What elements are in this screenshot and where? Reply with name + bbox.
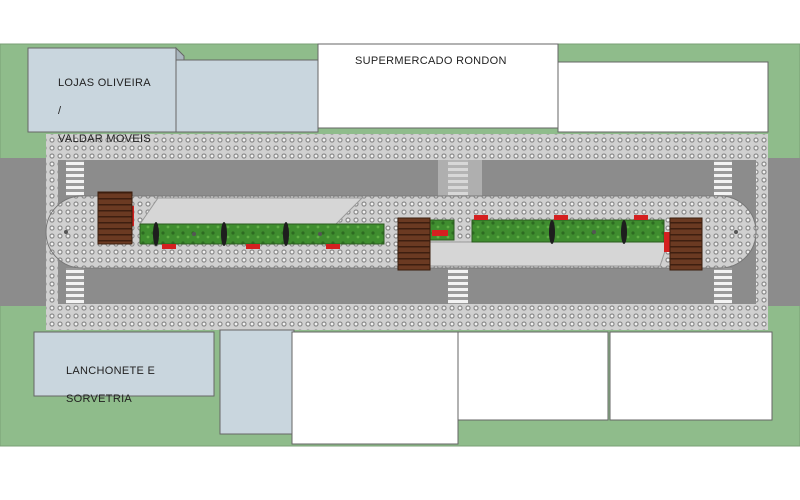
supermercado-label: SUPERMERCADO RONDON (355, 55, 507, 67)
crosswalk-mid-top-light (438, 160, 482, 196)
side-walk-right (756, 158, 768, 306)
building-bottom-white-1 (291, 331, 459, 445)
lojas-oliveira-line1: LOJAS OLIVEIRA (58, 77, 151, 89)
lamp-posts (64, 230, 738, 236)
lanchonete-label: LANCHONETE E SORVETRIA (66, 350, 155, 420)
building-bottom-white-3 (609, 331, 773, 421)
sidewalk-top (46, 134, 768, 160)
trees (153, 220, 627, 246)
crosswalk-left-bottom (66, 268, 84, 304)
lojas-oliveira-label: LOJAS OLIVEIRA / VALDAR MOVEIS (58, 62, 151, 160)
crosswalk-right-top (714, 160, 732, 196)
crosswalk-left-top (66, 160, 84, 196)
pergola-left (97, 191, 133, 245)
lanchonete-line2: SORVETRIA (66, 393, 133, 405)
paved-area-left (139, 197, 364, 225)
lojas-oliveira-line2: / (58, 105, 62, 117)
pergola-right (669, 217, 703, 271)
lanchonete-line1: LANCHONETE E (66, 365, 156, 377)
building-top-right (557, 61, 769, 133)
building-bottom-white-2 (457, 331, 609, 421)
planter-right (471, 219, 665, 243)
paved-area-right (419, 241, 669, 267)
sidewalk-bottom (46, 304, 768, 330)
lojas-oliveira-line3: VALDAR MOVEIS (58, 133, 151, 145)
building-supermercado (317, 43, 559, 129)
building-lanchonete (33, 331, 215, 397)
building-top-lightblue (175, 59, 319, 133)
crosswalk-right-bottom (714, 268, 732, 304)
building-lojas-oliveira (27, 47, 177, 133)
crosswalk-mid-bottom (448, 268, 468, 304)
planter-left (139, 223, 385, 245)
pergola-center (397, 217, 431, 271)
building-bottom-lightblue (219, 329, 295, 435)
